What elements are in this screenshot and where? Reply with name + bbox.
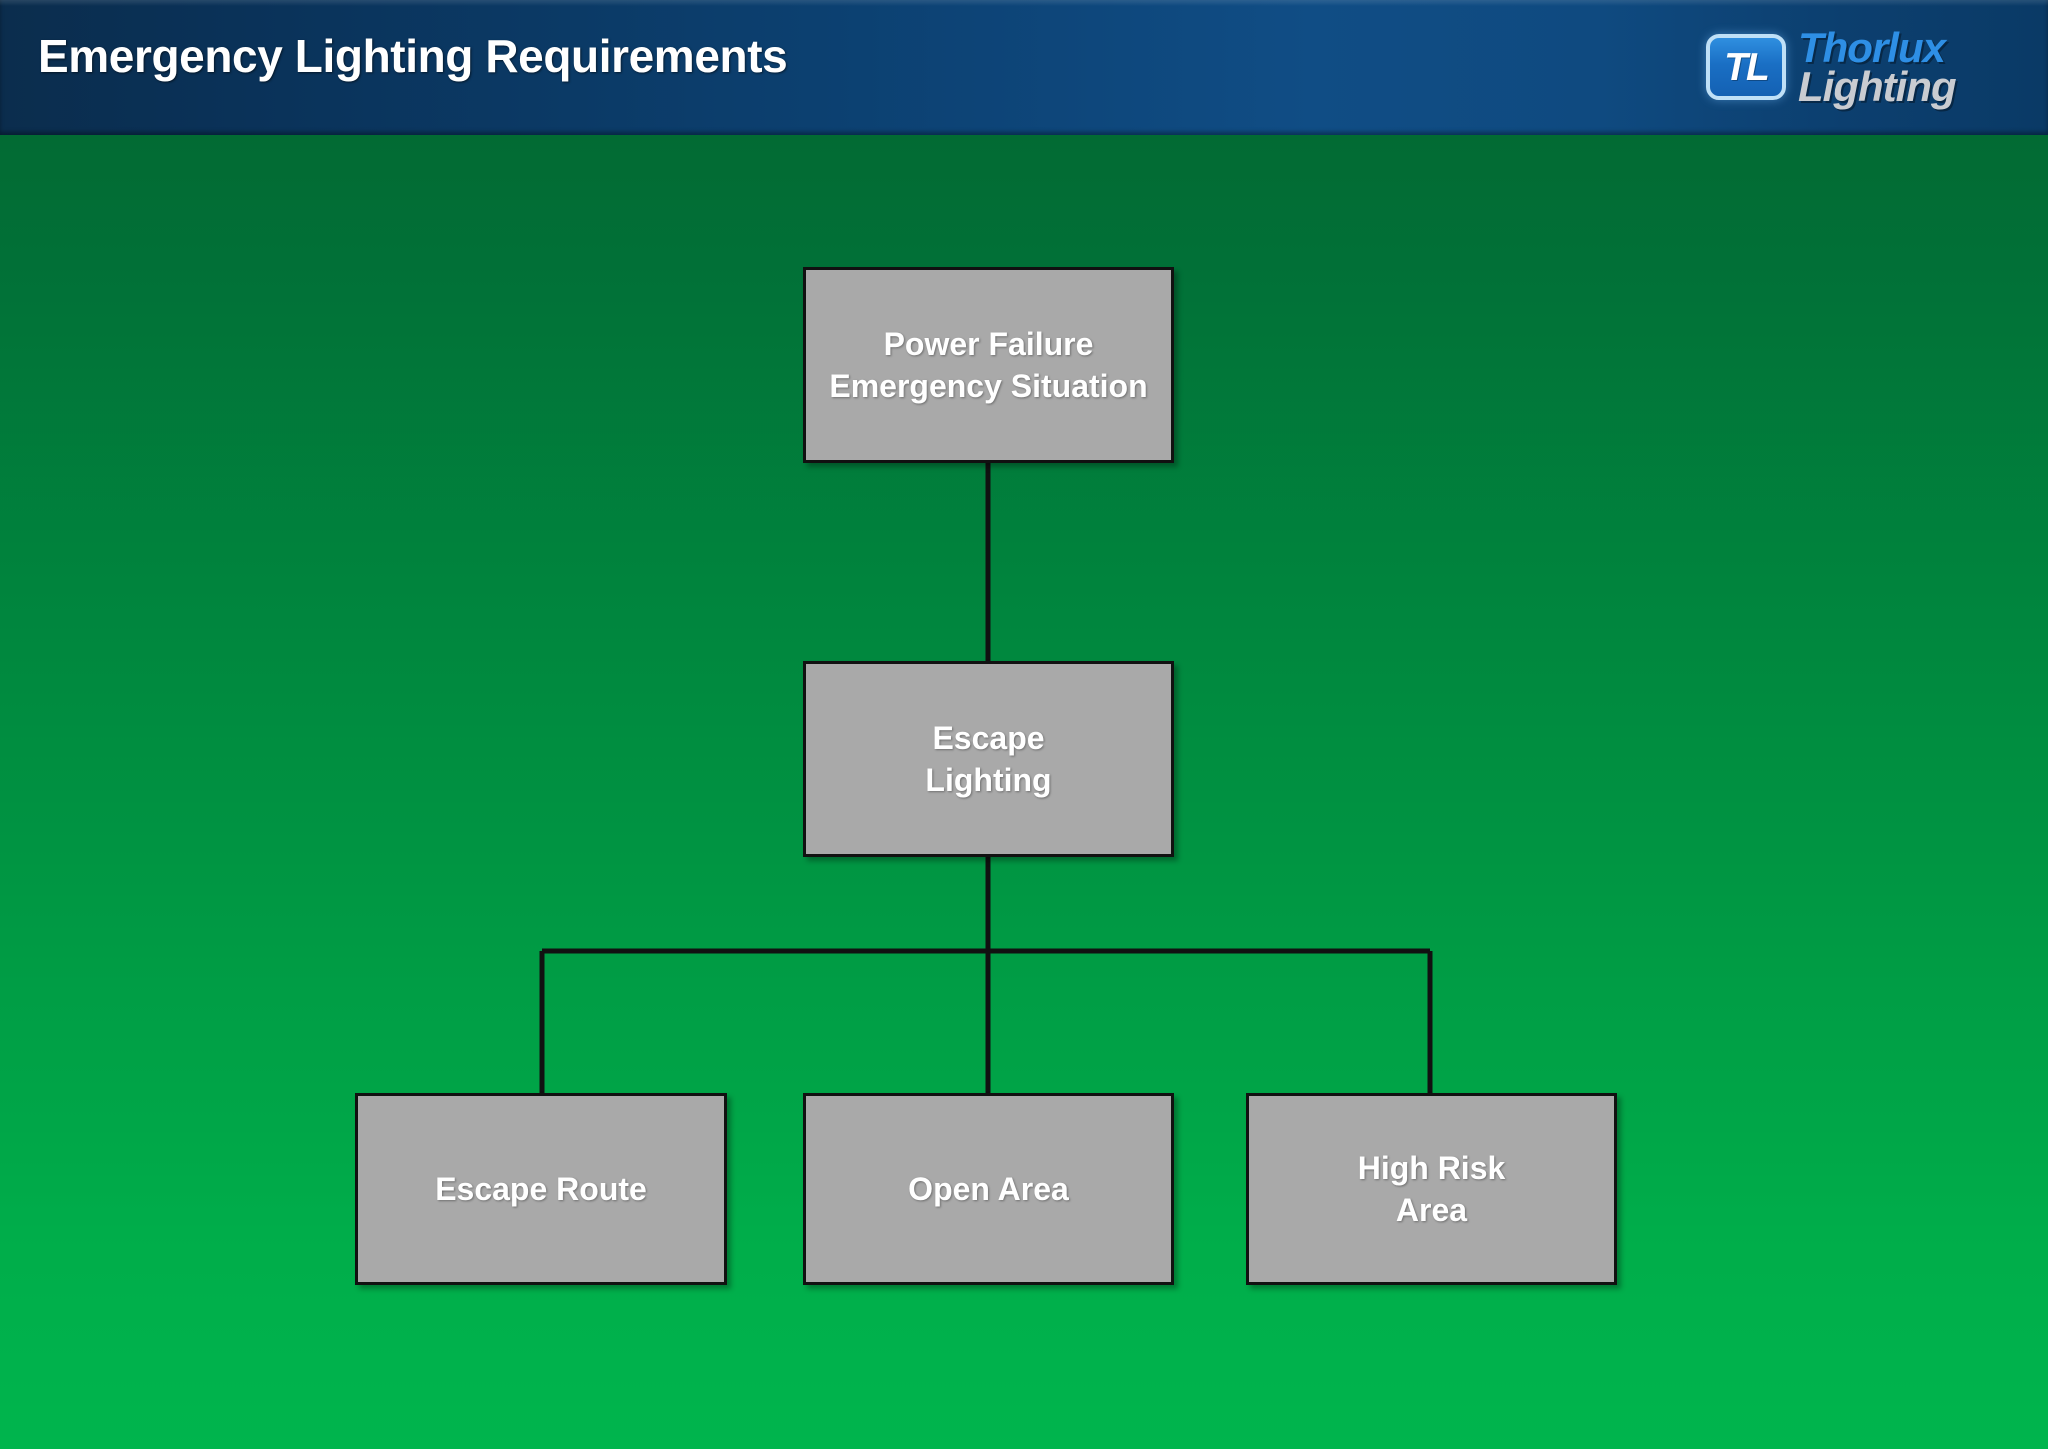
node-power-failure-label: Power Failure Emergency Situation bbox=[829, 325, 1148, 404]
thorlux-logo: TL Thorlux Lighting bbox=[1706, 20, 2006, 114]
page-title: Emergency Lighting Requirements bbox=[38, 30, 788, 82]
node-high-risk-area-label: High Risk Area bbox=[1357, 1149, 1506, 1228]
node-escape-route-label: Escape Route bbox=[435, 1170, 647, 1207]
node-escape-route[interactable]: Escape Route bbox=[355, 1093, 727, 1285]
logo-badge-text: TL bbox=[1724, 45, 1770, 89]
node-escape-lighting-label: Escape Lighting bbox=[925, 719, 1052, 798]
logo-badge-icon: TL bbox=[1706, 34, 1786, 100]
node-power-failure[interactable]: Power Failure Emergency Situation bbox=[803, 267, 1174, 463]
node-open-area[interactable]: Open Area bbox=[803, 1093, 1174, 1285]
logo-brand-secondary: Lighting bbox=[1798, 63, 1957, 110]
logo-wordmark: Thorlux Lighting bbox=[1798, 23, 1957, 110]
logo-brand-primary: Thorlux bbox=[1798, 23, 1946, 71]
node-open-area-label: Open Area bbox=[908, 1170, 1069, 1207]
node-high-risk-area[interactable]: High Risk Area bbox=[1246, 1093, 1617, 1285]
node-escape-lighting[interactable]: Escape Lighting bbox=[803, 661, 1174, 857]
slide-header: Emergency Lighting Requirements TL Thorl… bbox=[0, 0, 2048, 135]
